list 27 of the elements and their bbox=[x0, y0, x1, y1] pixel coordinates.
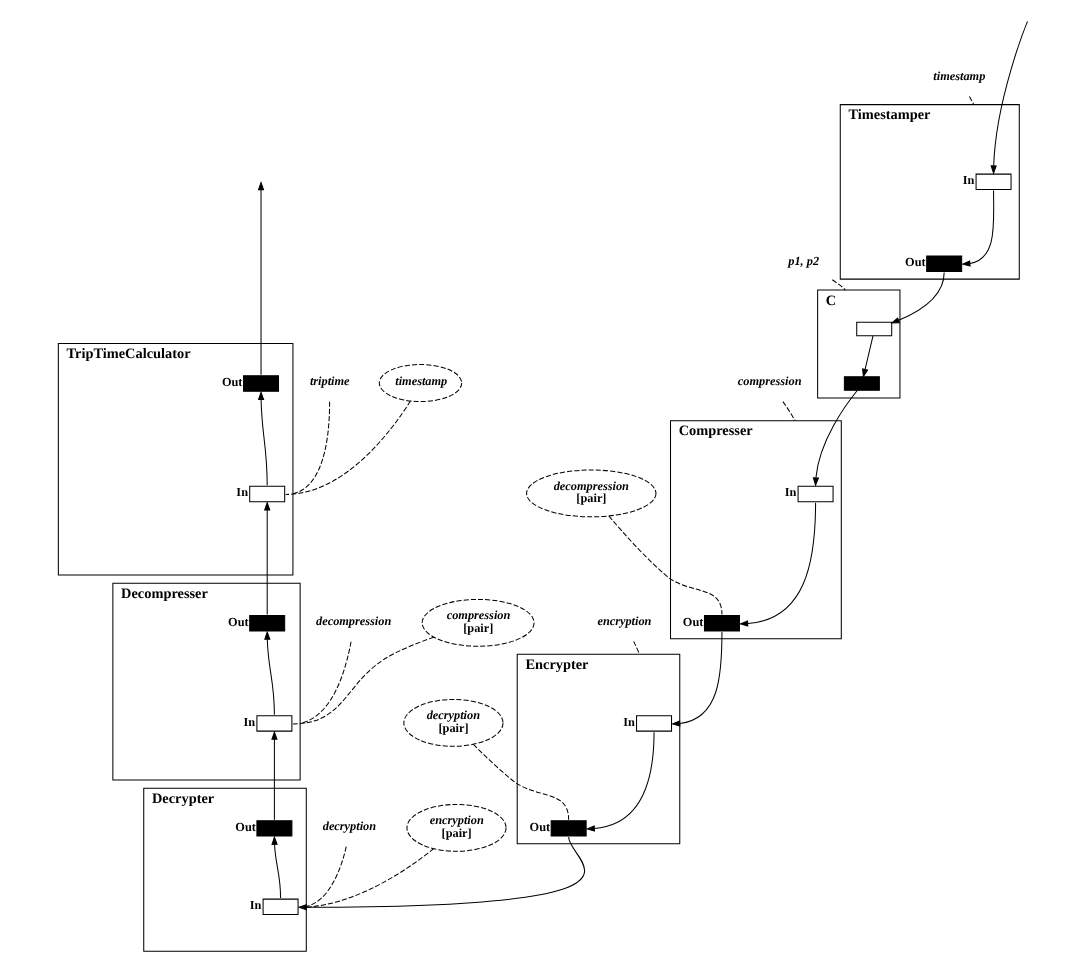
arrow bbox=[585, 731, 655, 832]
arrow bbox=[297, 836, 585, 911]
arrow bbox=[990, 20, 1028, 175]
arrow bbox=[271, 835, 282, 899]
connector bbox=[608, 515, 723, 616]
connector bbox=[472, 743, 570, 821]
connector bbox=[298, 848, 435, 908]
connector bbox=[292, 401, 331, 495]
connector bbox=[292, 636, 435, 725]
arrow bbox=[257, 390, 268, 486]
connector bbox=[633, 640, 641, 655]
connector bbox=[285, 400, 411, 495]
arrow bbox=[671, 631, 723, 727]
arrow bbox=[812, 390, 858, 487]
connector bbox=[305, 846, 347, 908]
arrow bbox=[862, 335, 874, 379]
connector bbox=[782, 401, 796, 422]
arrow bbox=[738, 502, 817, 627]
connector bbox=[831, 279, 846, 291]
arrow bbox=[961, 190, 995, 267]
arrow bbox=[890, 271, 945, 324]
arrow bbox=[264, 630, 275, 716]
arrow bbox=[271, 730, 278, 821]
arrow bbox=[257, 180, 265, 376]
arrow bbox=[263, 501, 271, 616]
connector bbox=[968, 96, 975, 106]
connector bbox=[299, 641, 352, 724]
